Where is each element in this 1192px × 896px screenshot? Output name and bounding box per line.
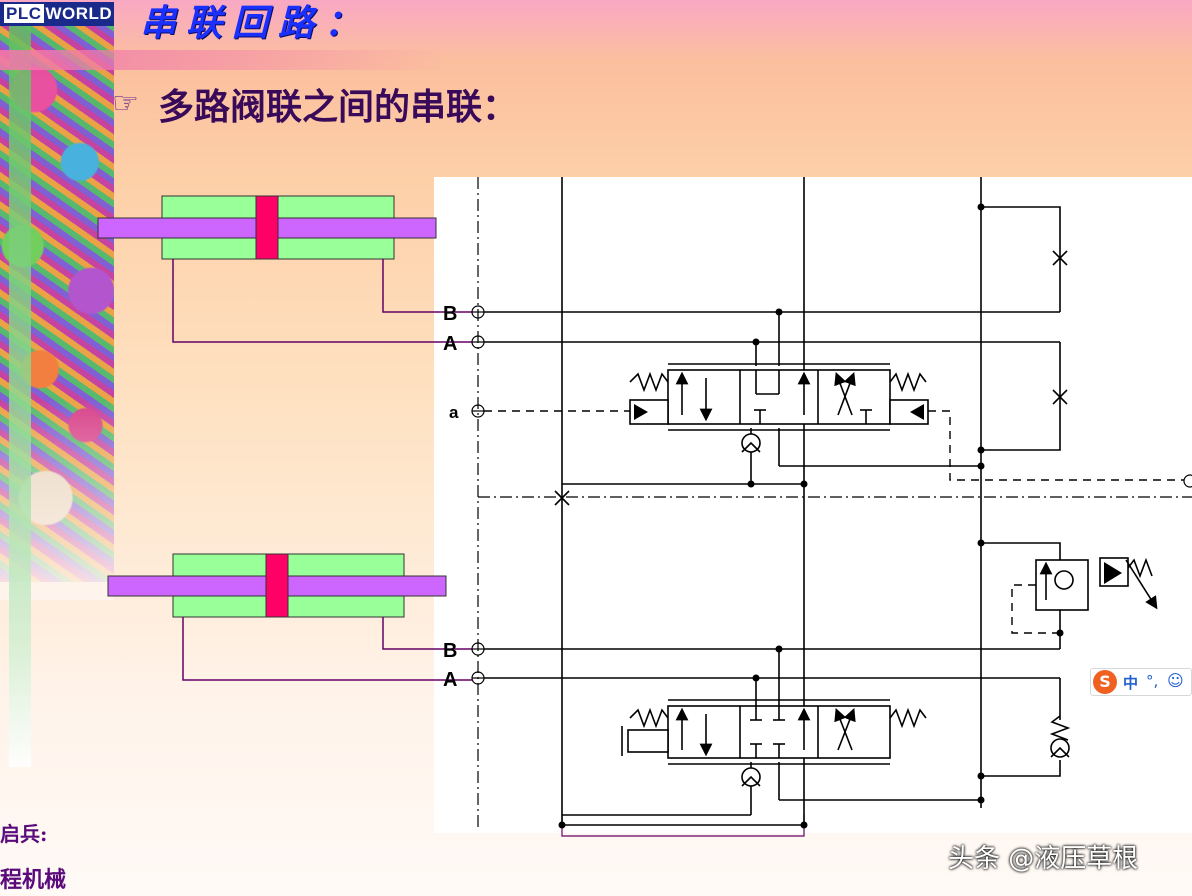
ime-emoji-icon[interactable]: ☺ [1167,671,1184,690]
department-label: 程机械 [0,867,67,893]
port-a-pilot: a [449,403,485,422]
header-bar [0,50,440,70]
relief-valve [1035,557,1158,611]
svg-text:a: a [449,403,459,422]
section-boundary-lines [477,177,1192,830]
watermark-text: 头条 @液压草根 [948,844,1139,874]
sogou-ime-logo-icon[interactable]: S [1093,670,1117,694]
main-hydraulic-lines [484,177,1061,826]
pilot-port-right [1183,474,1192,488]
lower-cylinder [107,553,447,618]
svg-text:A: A [443,669,457,691]
upper-directional-valve [629,363,927,453]
relief-pilot-dashed [1011,584,1060,634]
spring-check-valve [1049,715,1071,758]
upper-cylinder-pipes [172,259,478,343]
ime-punctuation-toggle[interactable]: °, [1146,672,1159,690]
svg-text:B: B [443,640,457,662]
ime-language-toggle[interactable]: 中 [1123,674,1139,692]
upper-cylinder [97,195,437,260]
pilot-dashed-lines [484,410,1192,481]
lower-cylinder-pipes [182,617,478,681]
plug-cross-marks [554,250,1068,506]
bullet-subtitle: 多路阀联之间的串联： [158,87,519,128]
svg-text:A: A [443,333,457,355]
svg-text:B: B [443,303,457,325]
pointing-hand-icon: ☞ [112,86,139,121]
slide-title: 串联回路： [140,2,371,44]
junction-dots [558,203,1064,829]
sidebar-green-stripe [9,22,31,767]
author-label: 启兵: [0,822,48,846]
lower-directional-valve [621,699,927,787]
